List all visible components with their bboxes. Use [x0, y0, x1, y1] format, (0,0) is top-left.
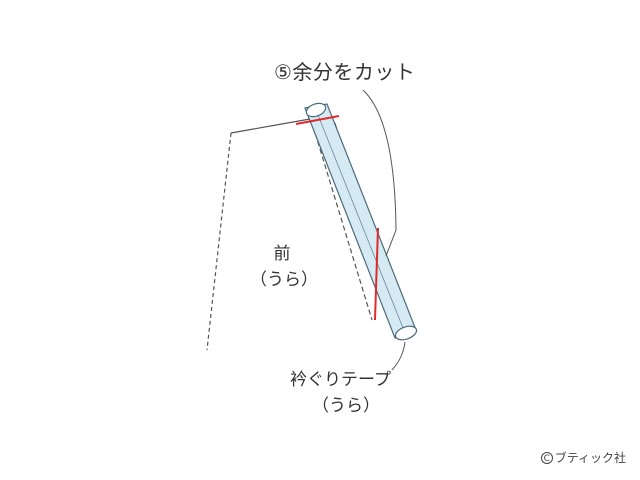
front-piece-side-label: （うら） — [250, 270, 318, 290]
leader-lines — [362, 89, 406, 371]
neckline-tape-side-label: （うら） — [312, 396, 380, 416]
shoulder-line — [230, 118, 311, 134]
cut-lines — [295, 115, 379, 321]
front-piece-label: 前 — [273, 244, 291, 264]
step-instruction-label: ⑤余分をカット — [274, 60, 416, 84]
inner-dashed-line — [312, 125, 373, 321]
credit-text: ブティック社 — [554, 451, 626, 465]
tape-top-end — [305, 102, 327, 118]
copyright-credit: C ブティック社 — [540, 449, 626, 466]
step-leader-line — [362, 89, 397, 257]
side-cut-line — [374, 227, 379, 321]
tape-bottom-end — [394, 325, 418, 341]
copyright-icon: C — [540, 451, 553, 464]
tape-leader-line — [391, 341, 406, 371]
tape-fold-line — [315, 109, 406, 334]
top-cut-line — [295, 115, 340, 125]
neckline-tape — [304, 102, 418, 341]
neckline-tape-label: 衿ぐりテープ — [290, 370, 391, 390]
side-dashed-line — [206, 132, 232, 351]
